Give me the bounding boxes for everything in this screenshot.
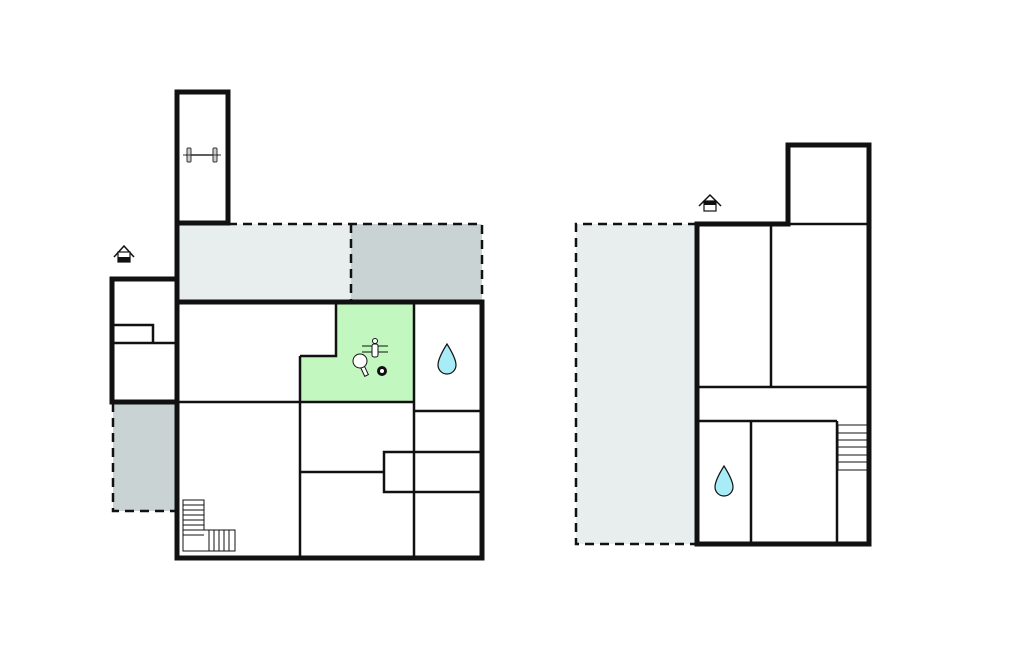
exterior-walls xyxy=(694,142,872,547)
foosball-icon xyxy=(362,338,388,358)
terrace-dark-side xyxy=(113,403,176,511)
interior-walls xyxy=(697,222,869,544)
terrace-dashed-outline xyxy=(111,222,484,513)
terrace-dark xyxy=(351,224,482,302)
table-tennis-icon xyxy=(352,353,370,377)
terrace-light xyxy=(178,224,351,302)
activity-room xyxy=(300,303,414,402)
entrance-house-icon xyxy=(698,193,722,212)
staircase-icon xyxy=(182,499,236,552)
exterior-walls xyxy=(109,89,485,561)
staircase-icon xyxy=(837,424,868,471)
entrance-house-icon xyxy=(113,244,135,263)
floor-plan-right xyxy=(574,142,872,547)
billiard-ball-icon xyxy=(377,366,387,376)
water-drop-icon xyxy=(437,342,457,375)
water-drop-icon xyxy=(714,464,734,497)
floor-plan-left xyxy=(109,89,485,561)
interior-walls xyxy=(113,302,484,558)
terrace-dashed-outline xyxy=(574,222,697,546)
terrace-light xyxy=(576,224,697,544)
dumbbell-icon xyxy=(183,147,221,163)
